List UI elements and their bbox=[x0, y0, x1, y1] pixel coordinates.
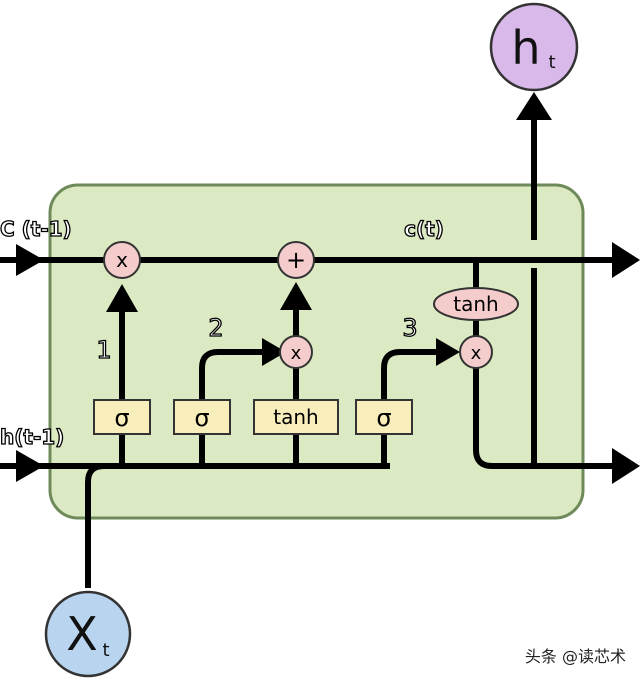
step-3-label: 3 bbox=[402, 314, 417, 342]
x-input-path bbox=[85, 463, 105, 588]
input-mult-node bbox=[279, 335, 313, 369]
ht-node-sub: t bbox=[548, 52, 555, 73]
forget-mult-label: x bbox=[116, 248, 128, 272]
output-mult-label: x bbox=[471, 343, 482, 364]
output-to-hidden-wire bbox=[473, 366, 612, 469]
tanh-gate-box bbox=[253, 399, 339, 435]
hidden-prev-label: h(t-1) bbox=[0, 425, 64, 449]
cell-prev-label: C (t-1) bbox=[0, 217, 72, 241]
hidden-out-arrow bbox=[612, 448, 640, 484]
output-mult-node bbox=[459, 335, 493, 369]
input-mult-label: x bbox=[291, 343, 302, 364]
output-gate-arrow bbox=[436, 338, 460, 366]
input-gate-arrow bbox=[262, 338, 286, 366]
forget-mult-node bbox=[103, 241, 141, 279]
cell-state-out-arrow bbox=[612, 242, 640, 278]
forget-gate-box bbox=[93, 399, 151, 435]
xt-node-sub: t bbox=[102, 640, 109, 661]
add-node bbox=[277, 241, 315, 279]
add-label: + bbox=[286, 246, 306, 274]
ht-node-main: h bbox=[511, 21, 540, 75]
ht-output-arrow bbox=[516, 92, 552, 120]
step-2-label: 2 bbox=[208, 314, 223, 342]
xt-node bbox=[44, 590, 132, 678]
tanh-gate-label: tanh bbox=[273, 405, 318, 429]
input-gate-wire bbox=[199, 349, 262, 466]
output-gate-box bbox=[355, 399, 413, 435]
input-mult-to-add-arrow bbox=[280, 282, 312, 310]
tanh-out-node bbox=[433, 287, 519, 321]
cell-curr-label: c(t) bbox=[404, 217, 444, 241]
output-gate-wire bbox=[381, 349, 436, 466]
xt-node-main: X bbox=[66, 607, 98, 661]
tanh-out-label: tanh bbox=[453, 292, 498, 316]
forget-gate-label: σ bbox=[114, 404, 129, 432]
forget-gate-arrow bbox=[106, 284, 138, 312]
step-1-label: 1 bbox=[96, 336, 111, 364]
input-gate-label: σ bbox=[194, 404, 209, 432]
input-gate-box bbox=[173, 399, 231, 435]
hidden-in-arrow bbox=[16, 450, 44, 482]
ht-node bbox=[489, 2, 579, 92]
watermark: 头条 @读芯术 bbox=[524, 647, 626, 666]
cell-state-in-arrow bbox=[16, 244, 44, 276]
output-gate-label: σ bbox=[376, 404, 391, 432]
